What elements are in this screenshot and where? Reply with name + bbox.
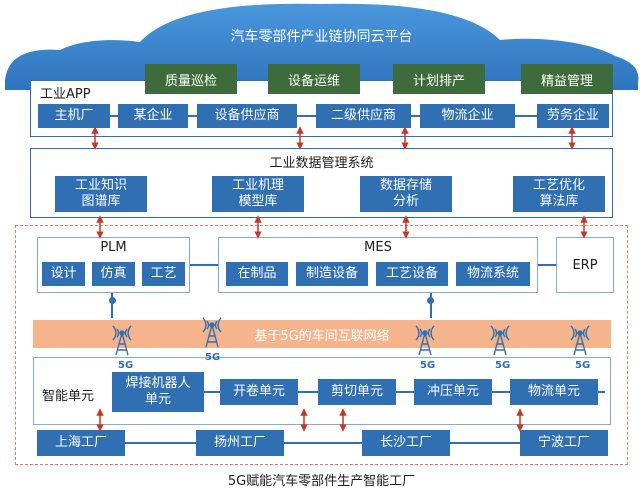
mes-erp-connector: [538, 264, 556, 266]
antenna-label-5: 5G: [575, 360, 591, 371]
antenna-4-icon: [490, 325, 510, 356]
antenna-1-icon: [112, 325, 132, 356]
plm-network-node: [109, 297, 116, 304]
antenna-label-2: 5G: [205, 352, 221, 363]
factory-yangzhou: 扬州工厂: [196, 430, 284, 456]
unit-uncoiling: 开卷单元: [220, 379, 298, 405]
erp-panel: [556, 237, 614, 293]
unit-shearing: 剪切单元: [318, 379, 396, 405]
plm-mes-connector: [190, 264, 218, 266]
data-management-title: 工业数据管理系统: [269, 156, 374, 171]
unit-welding-robot: 焊接机器人单元: [112, 372, 204, 412]
data-storage-analysis: 数据存储分析: [360, 176, 452, 212]
mes-process-equipment: 工艺设备: [376, 262, 448, 286]
data-mechanism-model: 工业机理模型库: [212, 176, 304, 212]
enterprise-oem: 主机厂: [38, 104, 110, 128]
antenna-label-3: 5G: [420, 360, 436, 371]
app-equipment-maintenance: 设备运维: [268, 64, 360, 94]
antenna-label-1: 5G: [118, 360, 134, 371]
mes-network-line: [430, 293, 432, 318]
antenna-5-icon: [570, 325, 590, 356]
unit-welding-robot-line1: 焊接机器人: [125, 376, 191, 391]
app-production-scheduling: 计划排产: [393, 64, 485, 94]
plm-title: PLM: [100, 240, 127, 255]
erp-title: ERP: [572, 258, 598, 273]
data-knowledge-graph: 工业知识图谱库: [55, 176, 147, 212]
data-process-optimization: 工艺优化算法库: [513, 176, 605, 212]
enterprise-labor: 劳务企业: [537, 104, 609, 128]
enterprise-logistics: 物流企业: [420, 104, 515, 128]
data-mechanism-model-line1: 工业机理: [231, 178, 284, 193]
mes-logistics-system: 物流系统: [456, 262, 530, 286]
enterprise-equipment-supplier: 设备供应商: [197, 104, 297, 128]
data-process-optimization-line2: 算法库: [539, 194, 579, 209]
plm-simulation: 仿真: [92, 262, 135, 286]
mes-wip: 在制品: [226, 262, 288, 286]
footer-caption: 5G赋能汽车零部件生产智能工厂: [227, 474, 416, 489]
data-storage-analysis-line2: 分析: [392, 194, 419, 209]
app-lean-management: 精益管理: [521, 64, 613, 94]
network-band: 基于5G的车间互联网络: [33, 320, 611, 348]
factory-link-line: [80, 442, 580, 444]
antenna-label-4: 5G: [495, 360, 511, 371]
app-quality-inspection: 质量巡检: [145, 64, 237, 94]
mes-title: MES: [364, 240, 392, 255]
industrial-app-label: 工业APP: [40, 87, 91, 102]
mes-manufacturing-equipment: 制造设备: [296, 262, 368, 286]
antenna-2-icon: [202, 317, 222, 348]
enterprise-some: 某企业: [118, 104, 188, 128]
unit-logistics: 物流单元: [510, 379, 598, 405]
data-knowledge-graph-line1: 工业知识: [74, 178, 127, 193]
unit-welding-robot-line2: 单元: [144, 392, 171, 407]
factory-ningbo: 宁波工厂: [520, 430, 608, 456]
antenna-3-icon: [415, 325, 435, 356]
data-mechanism-model-line2: 模型库: [238, 194, 278, 209]
unit-stamping: 冲压单元: [414, 379, 492, 405]
data-knowledge-graph-line2: 图谱库: [81, 194, 121, 209]
factory-changsha: 长沙工厂: [362, 430, 450, 456]
cloud-title: 汽车零部件产业链协同云平台: [230, 29, 413, 45]
data-process-optimization-line1: 工艺优化: [532, 178, 585, 193]
smart-factory-region: [15, 225, 628, 465]
plm-network-line: [111, 293, 113, 318]
enterprise-tier2-supplier: 二级供应商: [316, 104, 411, 128]
data-storage-analysis-line1: 数据存储: [379, 178, 432, 193]
mes-network-node: [427, 297, 434, 304]
plm-design: 设计: [42, 262, 85, 286]
plm-process: 工艺: [142, 262, 185, 286]
factory-shanghai: 上海工厂: [37, 430, 125, 456]
smart-units-label: 智能单元: [42, 389, 95, 404]
